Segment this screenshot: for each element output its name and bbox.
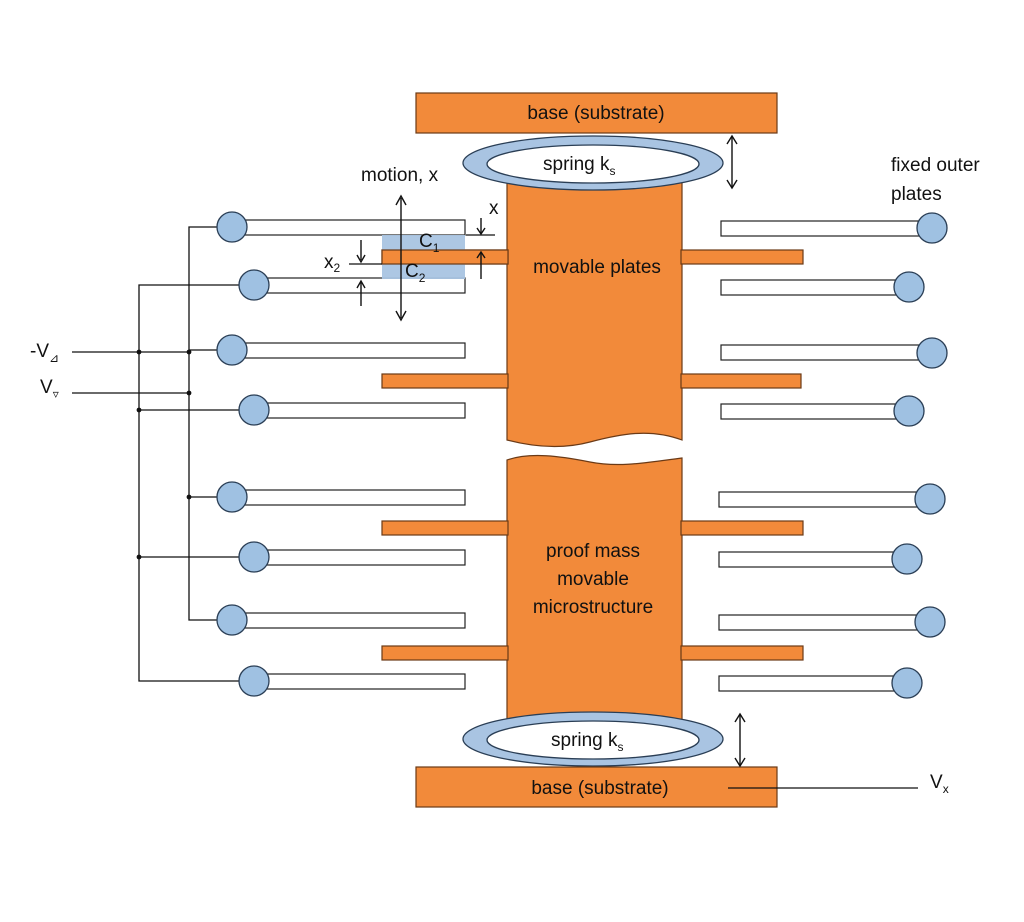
- x2-label: x2: [324, 252, 341, 275]
- base-top-label: base (substrate): [527, 103, 664, 124]
- fixed-outer-plates-label-2: plates: [891, 184, 942, 205]
- plate-terminal: [216, 334, 248, 366]
- spring-top: spring ks: [462, 135, 724, 191]
- plate-terminal: [893, 395, 925, 427]
- v-minus-label: -V⊿: [30, 341, 59, 365]
- plate-terminal: [216, 604, 248, 636]
- movable-finger-right: [680, 520, 804, 536]
- vx-label: Vx: [930, 772, 949, 796]
- x-gap-label: x: [489, 198, 499, 219]
- fixed-plate-right: [718, 491, 931, 508]
- movable-finger-left: [381, 645, 509, 661]
- fixed-plate-left: [253, 277, 466, 294]
- plate-terminal: [238, 269, 270, 301]
- fixed-plate-right: [720, 344, 933, 361]
- fixed-plate-left: [253, 673, 466, 690]
- movable-plates-label: movable plates: [533, 257, 661, 278]
- plate-terminal: [916, 212, 948, 244]
- plate-terminal: [238, 665, 270, 697]
- right-fixed-plates: [718, 212, 948, 699]
- fixed-plate-right: [718, 675, 908, 692]
- plate-terminal: [238, 541, 270, 573]
- fixed-plate-right: [720, 220, 933, 237]
- x2-gap-indicator: [349, 240, 382, 306]
- movable-finger-left: [381, 373, 509, 389]
- movable-finger-left: [381, 520, 509, 536]
- left-fixed-plates: [216, 211, 466, 697]
- fixed-plate-left: [253, 549, 466, 566]
- plate-terminal: [893, 271, 925, 303]
- fixed-plate-right: [720, 279, 910, 296]
- plate-terminal: [891, 667, 923, 699]
- fixed-plate-right: [718, 614, 931, 631]
- spring-bottom: spring ks: [462, 711, 724, 767]
- fixed-plate-left: [231, 612, 466, 629]
- top-spring-displacement-arrow: [726, 134, 738, 190]
- movable-finger-right: [680, 373, 802, 389]
- capacitor-c1-region: [382, 235, 465, 250]
- plate-terminal: [238, 394, 270, 426]
- fixed-plate-left: [253, 402, 466, 419]
- proof-mass-label-1: proof mass: [546, 541, 640, 562]
- proof-mass-label-3: microstructure: [533, 597, 653, 618]
- fixed-plate-right: [718, 551, 908, 568]
- proof-mass-lower: [506, 454, 683, 723]
- movable-finger-left-overlay: [381, 249, 509, 265]
- movable-finger-right: [680, 645, 804, 661]
- left-wiring: [72, 226, 254, 682]
- plate-terminal: [216, 211, 248, 243]
- fixed-plate-left: [231, 342, 466, 359]
- v-plus-label: V▿: [40, 377, 59, 401]
- plate-terminal: [891, 543, 923, 575]
- c1-label: C1: [419, 231, 440, 255]
- fixed-outer-plates-label-1: fixed outer: [891, 155, 980, 176]
- plate-terminal: [914, 606, 946, 638]
- plate-terminal: [914, 483, 946, 515]
- base-bottom-label: base (substrate): [531, 778, 668, 799]
- plate-terminal: [216, 481, 248, 513]
- motion-label: motion, x: [361, 165, 439, 186]
- motion-arrow: [395, 194, 407, 322]
- fixed-plate-left: [231, 489, 466, 506]
- spring-bottom-label: spring ks: [551, 730, 624, 754]
- proof-mass-label-2: movable: [557, 569, 629, 590]
- plate-terminal: [916, 337, 948, 369]
- base-substrate-top: [415, 92, 778, 134]
- fixed-plate-right: [720, 403, 910, 420]
- capacitor-c2-region: [382, 264, 465, 279]
- proof-mass-upper: [506, 169, 683, 448]
- bottom-spring-displacement-arrow: [734, 712, 746, 768]
- c2-label: C2: [405, 261, 426, 285]
- base-substrate-bottom: [415, 766, 778, 808]
- x-gap-indicator: [466, 218, 495, 279]
- spring-top-label: spring ks: [543, 154, 616, 178]
- movable-finger-right: [680, 249, 804, 265]
